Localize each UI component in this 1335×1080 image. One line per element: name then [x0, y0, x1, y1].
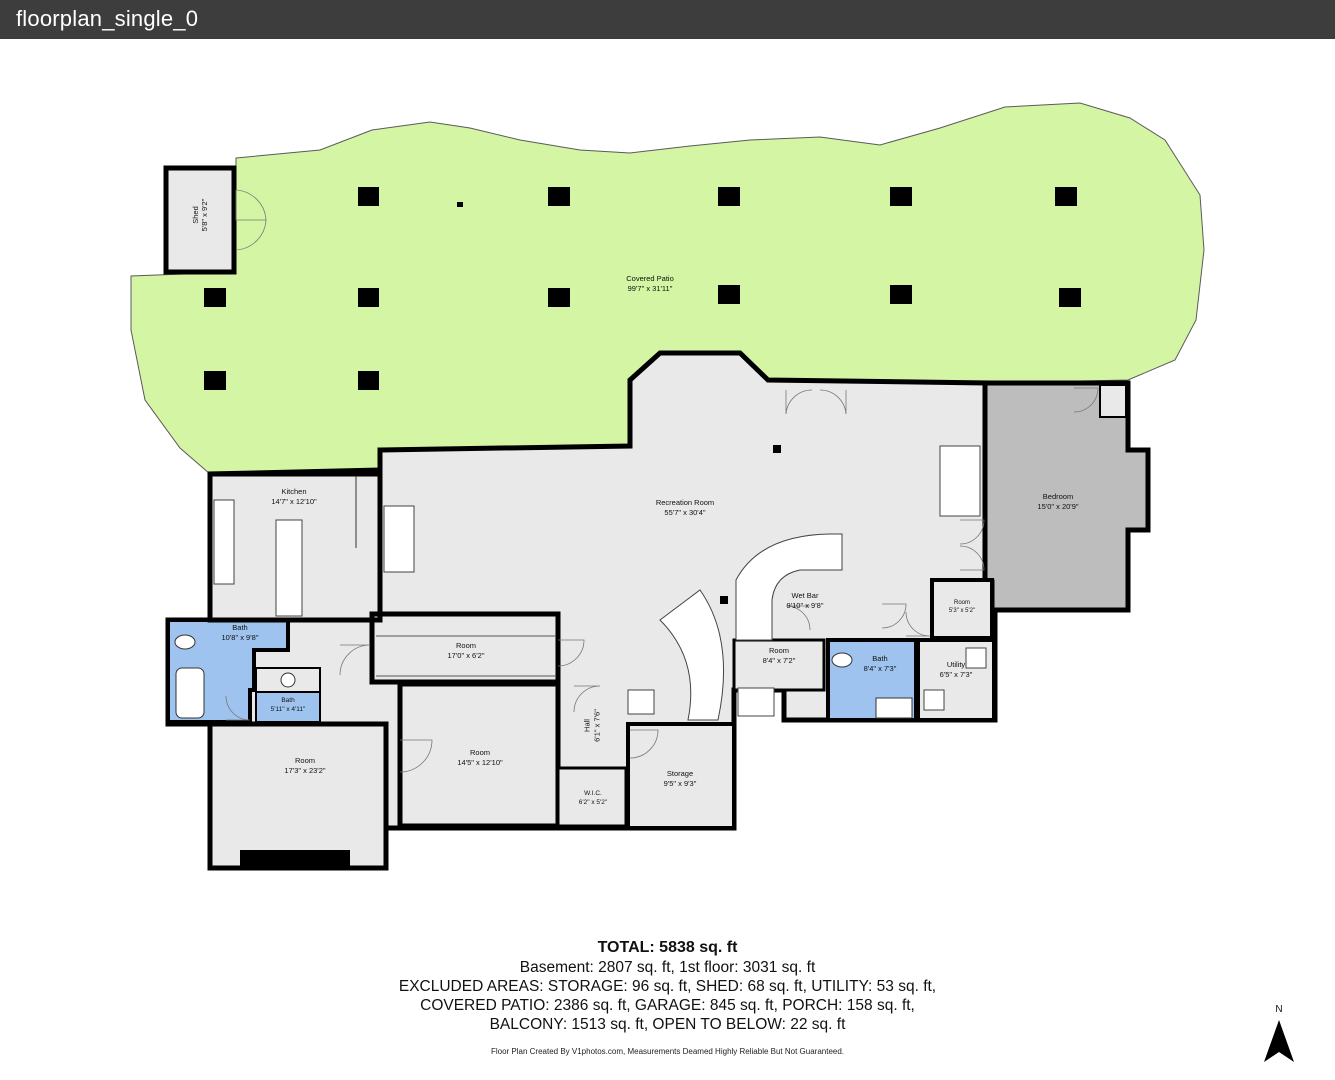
shed-name: Shed — [191, 206, 200, 224]
label-kitchen: Kitchen 14'7" x 12'10" — [254, 487, 334, 506]
label-wet-bar: Wet Bar 9'10" x 9'8" — [770, 591, 840, 610]
summary-line-2: EXCLUDED AREAS: STORAGE: 96 sq. ft, SHED… — [398, 978, 937, 995]
label-room-hall: Room 17'0" x 6'2" — [426, 641, 506, 660]
shed-dims: 5'8" x 9'2" — [200, 198, 209, 232]
room-mid — [732, 638, 826, 692]
bath-right-name: Bath — [872, 654, 888, 663]
recreation-room-dims: 55'7" x 30'4" — [664, 507, 706, 517]
room-mid-name: Room — [768, 646, 789, 655]
room-small-dims: 5'3" x 5'2" — [948, 608, 976, 614]
kitchen-dims: 14'7" x 12'10" — [271, 496, 317, 506]
north-compass: N — [1262, 1004, 1296, 1064]
bath-small-dims: 5'11" x 4'11" — [270, 705, 306, 713]
label-room-center: Room 14'5" x 12'10" — [440, 748, 520, 767]
label-room-small: Room 5'3" x 5'2" — [934, 599, 990, 615]
room-left-name: Room — [294, 756, 315, 765]
shed — [163, 165, 237, 275]
wic-name: W.I.C. — [584, 790, 602, 797]
label-room-left: Room 17'3" x 23'2" — [265, 756, 345, 775]
wic-dims: 6'2" x 5'2" — [578, 798, 608, 806]
north-label: N — [1275, 1004, 1283, 1015]
covered-patio-name: Covered Patio — [626, 274, 674, 283]
label-utility: Utility 6'5" x 7'3" — [926, 660, 986, 679]
wic — [556, 766, 628, 828]
patio-pillars — [204, 187, 1081, 390]
utility-name: Utility — [946, 660, 966, 669]
bedroom-name: Bedroom — [1042, 492, 1074, 501]
wet-bar-dims: 9'10" x 9'8" — [786, 600, 824, 610]
window-title: floorplan_single_0 — [16, 6, 199, 31]
room-center — [397, 681, 561, 829]
summary-line-3: COVERED PATIO: 2386 sq. ft, GARAGE: 845 … — [420, 997, 915, 1014]
total-area: TOTAL: 5838 sq. ft — [597, 939, 738, 956]
room-hall-dims: 17'0" x 6'2" — [447, 650, 485, 660]
bedroom-dims: 15'0" x 20'9" — [1037, 501, 1079, 511]
label-bath-main: Bath 10'8" x 9'8" — [205, 623, 275, 642]
label-wic: W.I.C. 6'2" x 5'2" — [564, 790, 622, 807]
label-room-mid: Room 8'4" x 7'2" — [744, 646, 814, 665]
label-hall: Hall 6'1" x 7'6" — [583, 694, 602, 758]
bath-main-name: Bath — [232, 623, 248, 632]
wet-bar-name: Wet Bar — [791, 591, 819, 600]
bath-main-dims: 10'8" x 9'8" — [221, 632, 259, 642]
area-summary: TOTAL: 5838 sq. ft Basement: 2807 sq. ft… — [0, 938, 1335, 1034]
summary-line-4: BALCONY: 1513 sq. ft, OPEN TO BELOW: 22 … — [489, 1016, 846, 1033]
room-mid-dims: 8'4" x 7'2" — [762, 655, 796, 665]
room-left — [207, 721, 389, 871]
label-recreation-room: Recreation Room 55'7" x 30'4" — [625, 498, 745, 517]
covered-patio-dims: 99'7" x 31'11" — [627, 283, 673, 293]
room-small-name: Room — [953, 600, 970, 606]
bath-right-dims: 8'4" x 7'3" — [863, 663, 897, 673]
room-hall — [369, 611, 561, 685]
hall-name: Hall — [582, 719, 592, 732]
credit-line: Floor Plan Created By V1photos.com, Meas… — [490, 1047, 845, 1056]
storage-room — [626, 722, 736, 830]
label-shed: Shed 5'8" x 9'2" — [191, 191, 209, 239]
label-covered-patio: Covered Patio 99'7" x 31'11" — [590, 274, 710, 293]
room-left-dims: 17'3" x 23'2" — [284, 765, 326, 775]
kitchen-name: Kitchen — [281, 487, 307, 496]
recreation-room-name: Recreation Room — [655, 498, 715, 507]
north-arrow-icon — [1264, 1020, 1294, 1062]
storage-name: Storage — [666, 769, 694, 778]
summary-line-1: Basement: 2807 sq. ft, 1st floor: 3031 s… — [519, 959, 816, 976]
kitchen — [207, 471, 383, 623]
room-small — [930, 578, 994, 640]
utility-dims: 6'5" x 7'3" — [939, 669, 973, 679]
room-center-dims: 14'5" x 12'10" — [457, 757, 503, 767]
label-bath-right: Bath 8'4" x 7'3" — [845, 654, 915, 673]
room-center-name: Room — [469, 748, 490, 757]
bath-small-name: Bath — [281, 697, 295, 704]
label-storage: Storage 9'5" x 9'3" — [645, 769, 715, 788]
hall-dims: 6'1" x 7'6" — [592, 709, 601, 742]
label-bath-small: Bath 5'11" x 4'11" — [258, 697, 318, 714]
room-hall-name: Room — [455, 641, 476, 650]
title-bar: floorplan_single_0 — [0, 0, 1335, 39]
label-bedroom: Bedroom 15'0" x 20'9" — [1018, 492, 1098, 511]
storage-dims: 9'5" x 9'3" — [663, 778, 697, 788]
